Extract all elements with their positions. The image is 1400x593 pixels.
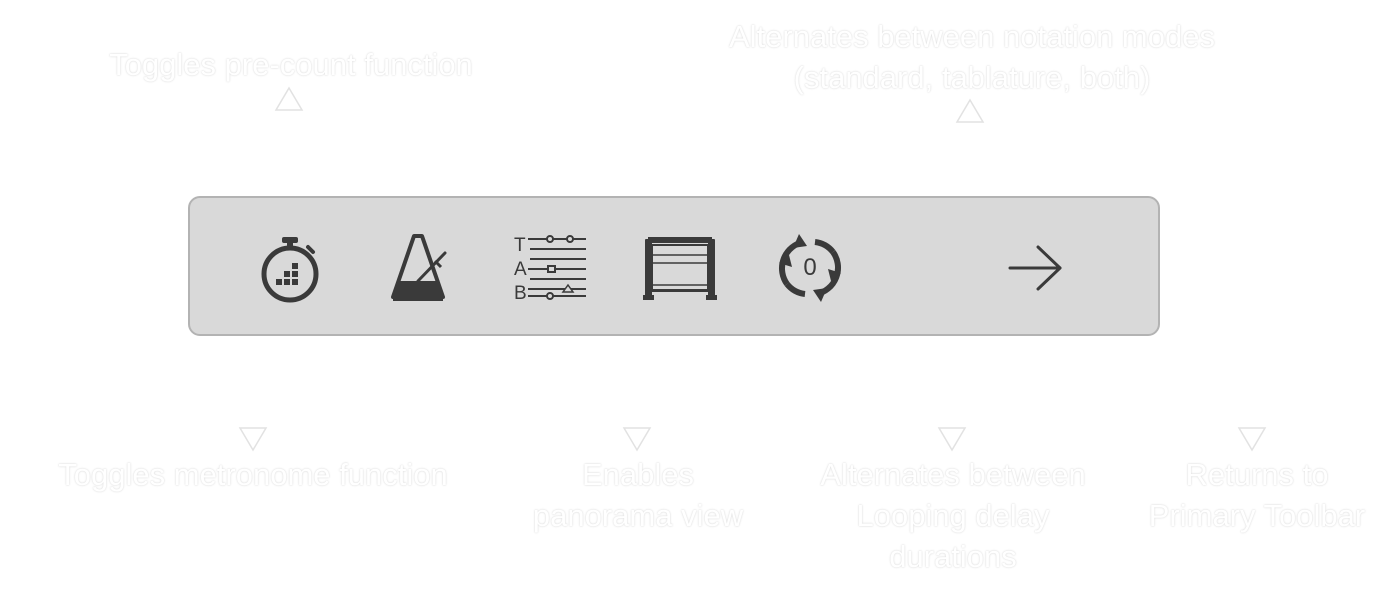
loop-delay-value: 0 <box>803 254 817 281</box>
annotation-panorama: Enables panorama view <box>532 457 744 533</box>
pointer-down-triangle-icon <box>622 427 652 452</box>
annotation-return: Returns to Primary Toolbar <box>1148 457 1366 533</box>
pointer-down-triangle-icon <box>238 427 268 452</box>
pointer-up-triangle-icon <box>955 98 985 123</box>
loop-delay-icon <box>778 234 842 302</box>
panorama-view-button[interactable] <box>638 226 722 310</box>
annotation-notation-modes: Alternates between notation modes (stand… <box>729 19 1215 95</box>
pointer-down-triangle-icon <box>1237 427 1267 452</box>
pointer-up-triangle-icon <box>274 86 304 111</box>
annotation-metronome: Toggles metronome function <box>58 457 448 492</box>
tab-letter-a: A <box>514 259 527 280</box>
looping-delay-button[interactable]: 0 <box>768 226 852 310</box>
tablature-icon: T A B <box>514 235 586 303</box>
arrow-right-icon <box>1008 245 1062 291</box>
precount-button[interactable] <box>248 226 332 310</box>
tab-letter-t: T <box>514 235 526 256</box>
return-to-primary-toolbar-button[interactable] <box>994 226 1078 310</box>
annotation-precount: Toggles pre-count function <box>109 47 473 82</box>
stopwatch-icon <box>261 237 319 303</box>
panorama-icon <box>643 237 717 300</box>
annotation-looping-delay: Alternates between Looping delay duratio… <box>820 457 1086 574</box>
secondary-toolbar: T A B <box>188 196 1160 336</box>
metronome-icon <box>391 234 447 301</box>
pointer-down-triangle-icon <box>937 427 967 452</box>
notation-mode-button[interactable]: T A B <box>508 226 592 310</box>
tab-letter-b: B <box>514 283 527 303</box>
metronome-button[interactable] <box>378 226 462 310</box>
